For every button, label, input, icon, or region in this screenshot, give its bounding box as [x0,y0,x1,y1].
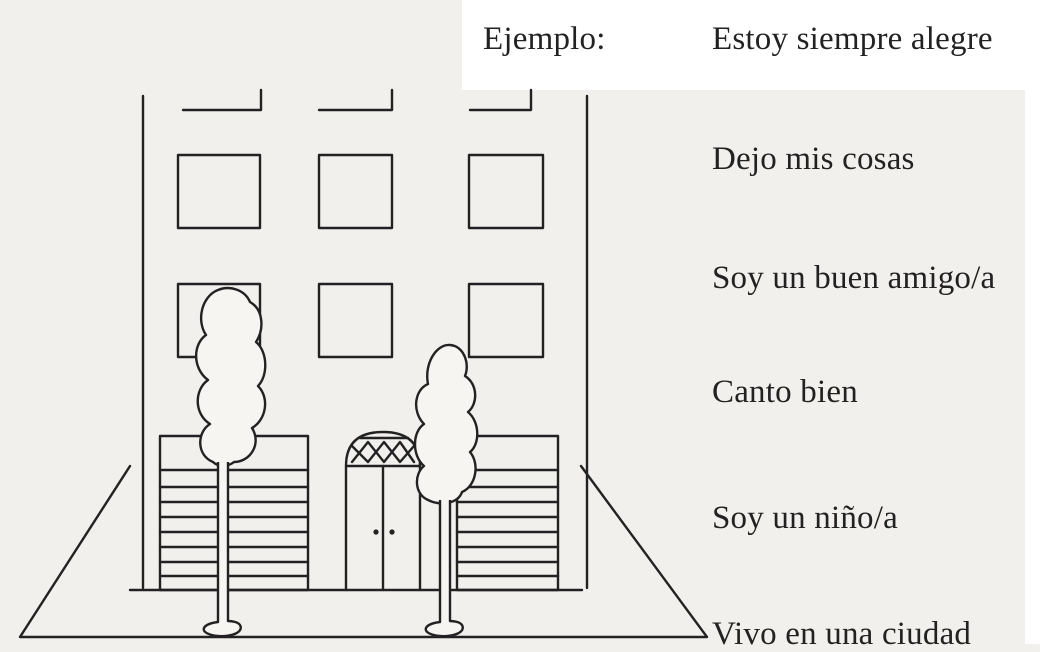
ground-platform [18,464,709,639]
window-middle-middle [317,282,394,359]
door-knob-left [373,529,379,535]
sentence-item: Dejo mis cosas [712,141,915,177]
scan-right-edge [1025,0,1040,644]
door-knob-right [389,529,395,535]
example-sentence: Estoy siempre alegre [712,21,993,57]
example-label: Ejemplo: [483,21,606,57]
window-top-right [467,153,545,230]
tree-left [194,286,267,638]
sentence-item: Canto bien [712,374,858,410]
sentence-item: Vivo en una ciudad [712,616,972,652]
left-shutter [158,434,310,592]
tree-right [413,343,479,638]
sentence-item: Soy un niño/a [712,500,898,536]
window-top-left [176,153,262,230]
window-top-middle [317,153,394,230]
sentence-item: Soy un buen amigo/a [712,260,996,296]
front-door [344,430,422,592]
roof-bracket-middle [317,88,394,112]
roof-bracket-right [468,88,533,112]
roof-bracket-left [181,88,263,112]
window-middle-right [467,282,545,359]
building-illustration [18,88,709,639]
scan-top-highlight [462,0,1040,90]
